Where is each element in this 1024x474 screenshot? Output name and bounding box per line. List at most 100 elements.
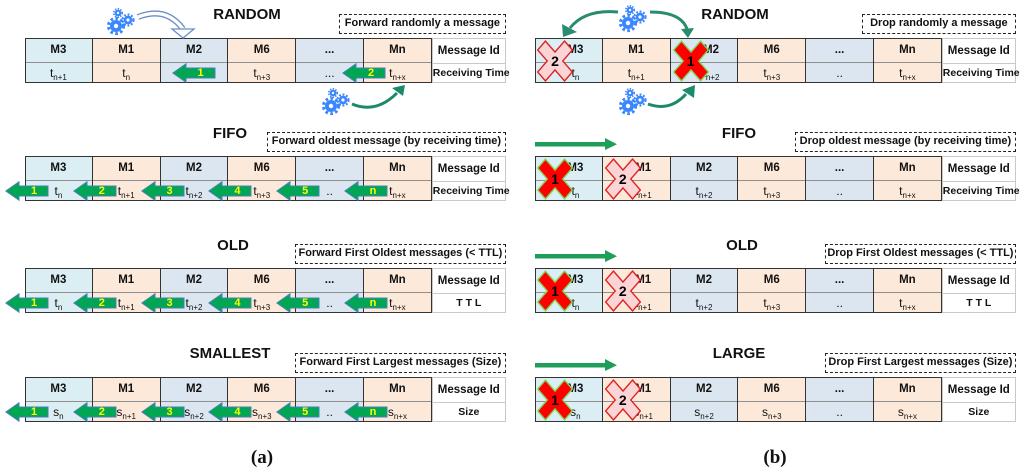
attribute-subscript: n+x (392, 191, 406, 200)
attribute-subscript: n+x (902, 303, 916, 312)
drop-first-x-icon: 1 (535, 377, 575, 423)
attribute-subscript: n+x (393, 412, 407, 421)
drop-second-x-icon: 2 (603, 377, 643, 423)
attribute-subscript: n (59, 412, 64, 421)
message-id: M2 (160, 377, 228, 402)
message-id: M6 (738, 38, 806, 63)
attribute-symbol: t (763, 296, 767, 310)
attribute-symbol: s (53, 405, 60, 419)
attribute-subscript: n+x (903, 412, 917, 421)
attribute-subscript: n+1 (121, 303, 135, 312)
attribute-subscript: n+x (902, 73, 916, 82)
message-attribute: tn (25, 293, 92, 313)
forward-order-number: 1 (30, 297, 38, 309)
forward-order-number: 3 (166, 297, 173, 309)
policy-description: Forward oldest message (by receiving tim… (267, 132, 506, 152)
attribute-subscript: n+3 (766, 191, 781, 200)
message-attribute: tn+1 (93, 181, 160, 201)
attribute-subscript: n+2 (698, 303, 713, 312)
forward-order-number: n (369, 185, 377, 197)
message-id: Mn (364, 268, 431, 293)
message-id: Mn (874, 268, 941, 293)
attribute-symbol: t (763, 184, 767, 198)
drop-order-number: 2 (618, 283, 627, 299)
message-id: ... (296, 156, 363, 181)
attribute-symbol: .. (326, 405, 333, 419)
forward-order-arrow-icon: 1 (171, 63, 216, 83)
attribute-symbol: t (49, 66, 54, 80)
attribute-subscript: n+1 (122, 412, 136, 421)
attribute-subscript: n+3 (258, 412, 272, 421)
forward-order-arrow-icon: n (344, 181, 388, 201)
attribute-symbol: s (252, 405, 258, 419)
message-attribute: tn+1 (93, 293, 160, 313)
forward-order-number: 3 (166, 406, 173, 418)
forward-order-arrow-icon: 5 (276, 181, 320, 201)
message-attribute: .. (296, 402, 363, 422)
message-buffer-table: M3snM1sn+1M2sn+2M6sn+3.....Mnsn+xMessage… (535, 377, 1016, 422)
forward-order-number: n (369, 406, 377, 418)
message-attribute: tn+x (874, 181, 941, 201)
drop-first-x-icon: 1 (535, 156, 575, 202)
drop-order-number: 1 (551, 283, 559, 299)
attribute-symbol: s (116, 405, 123, 419)
message-id: Mn (874, 377, 941, 402)
message-attribute: tn+x (364, 63, 431, 83)
drop-order-number: 2 (618, 392, 627, 408)
gear-icon (108, 9, 133, 34)
message-id: ... (296, 268, 363, 293)
attribute-subscript: n (574, 303, 580, 312)
attribute-symbol: t (253, 296, 257, 310)
attribute-subscript: n+3 (766, 73, 781, 82)
message-id: M1 (92, 377, 160, 402)
forward-order-arrow-icon: 4 (208, 402, 252, 422)
policy-description: Drop First Oldest messages (< TTL) (825, 244, 1016, 264)
curved-arrow-icon (647, 85, 695, 108)
attribute-subscript: n (574, 191, 580, 200)
curved-arrow-icon (562, 10, 619, 37)
drop-order-number: 1 (551, 392, 559, 408)
message-buffer-table: M3tnM1tn+1M2tn+2M6tn+3.....Mntn+xMessage… (535, 268, 1016, 313)
row-label-attribute: Size (968, 406, 990, 418)
message-attribute: sn+3 (738, 402, 805, 422)
flow-direction-arrow-icon (535, 358, 617, 371)
message-id: M3 (25, 268, 92, 293)
attribute-symbol: s (762, 405, 768, 419)
message-attribute: sn (535, 402, 602, 422)
message-attribute: tn (25, 181, 92, 201)
message-id: ... (296, 38, 363, 63)
message-attribute: sn+x (364, 402, 431, 422)
attribute-subscript: n+1 (53, 73, 67, 82)
policy-title: RANDOM (213, 6, 281, 23)
message-attribute: tn+1 (25, 63, 92, 83)
message-cell-ellipsis: ..... (806, 377, 874, 422)
message-attribute: tn (535, 293, 602, 313)
attribute-symbol: t (54, 184, 58, 198)
attribute-symbol: t (389, 184, 393, 198)
drop-order-number: 2 (618, 171, 627, 187)
attribute-symbol: t (571, 296, 575, 310)
forward-order-number: 2 (98, 185, 105, 197)
attribute-subscript: n+1 (639, 412, 653, 421)
message-attribute: tn+2 (161, 293, 228, 313)
attribute-symbol: .. (326, 296, 333, 310)
message-id: ... (806, 38, 873, 63)
message-attribute: tn (535, 181, 602, 201)
drop-first-x-icon: 1 (535, 268, 575, 314)
attribute-symbol: ... (324, 66, 335, 80)
policy-description: Drop oldest message (by receiving time) (795, 132, 1016, 152)
forward-order-number: n (369, 297, 377, 309)
message-attribute: .. (806, 181, 873, 201)
attribute-symbol: t (253, 184, 257, 198)
forward-order-arrow-icon: 2 (72, 293, 117, 313)
forward-order-number: 1 (30, 185, 38, 197)
policy-description: Drop First Largest messages (Size) (825, 353, 1016, 373)
attribute-symbol: t (763, 66, 767, 80)
message-attribute: .. (296, 181, 363, 201)
